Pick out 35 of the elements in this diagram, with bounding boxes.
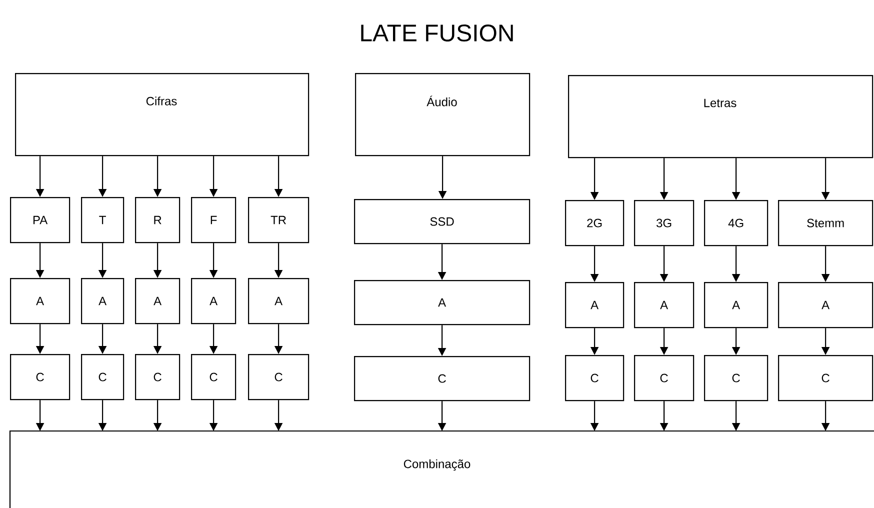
process-box: A — [354, 280, 530, 326]
source-box: Áudio — [355, 73, 530, 156]
process-box: A — [10, 278, 70, 324]
process-box: C — [704, 355, 768, 402]
process-box: C — [248, 354, 310, 400]
process-box: T — [81, 197, 124, 244]
process-box: C — [191, 354, 236, 400]
title: LATE FUSION — [361, 24, 513, 42]
process-box: A — [634, 282, 694, 328]
process-box: TR — [248, 197, 310, 244]
process-box: A — [191, 278, 236, 324]
process-box: A — [135, 278, 180, 324]
process-box: A — [81, 278, 124, 324]
process-box: A — [778, 282, 874, 328]
process-box: 4G — [704, 200, 768, 246]
process-box: R — [135, 197, 180, 244]
process-box: C — [135, 354, 180, 400]
process-box: C — [10, 354, 70, 400]
source-box: Cifras — [15, 73, 310, 156]
source-box: Letras — [568, 75, 874, 158]
process-box: Stemm — [778, 200, 874, 246]
process-box: SSD — [354, 199, 530, 244]
process-box: F — [191, 197, 236, 244]
process-box: C — [778, 355, 874, 402]
process-box: PA — [10, 197, 70, 244]
process-box: 2G — [565, 200, 624, 246]
process-box: C — [354, 356, 530, 402]
combination-box: Combinação — [9, 430, 874, 508]
process-box: C — [565, 355, 624, 402]
process-box: C — [634, 355, 694, 402]
process-box: C — [81, 354, 124, 400]
process-box: A — [704, 282, 768, 328]
process-box: A — [248, 278, 310, 324]
process-box: 3G — [634, 200, 694, 246]
process-box: A — [565, 282, 624, 328]
